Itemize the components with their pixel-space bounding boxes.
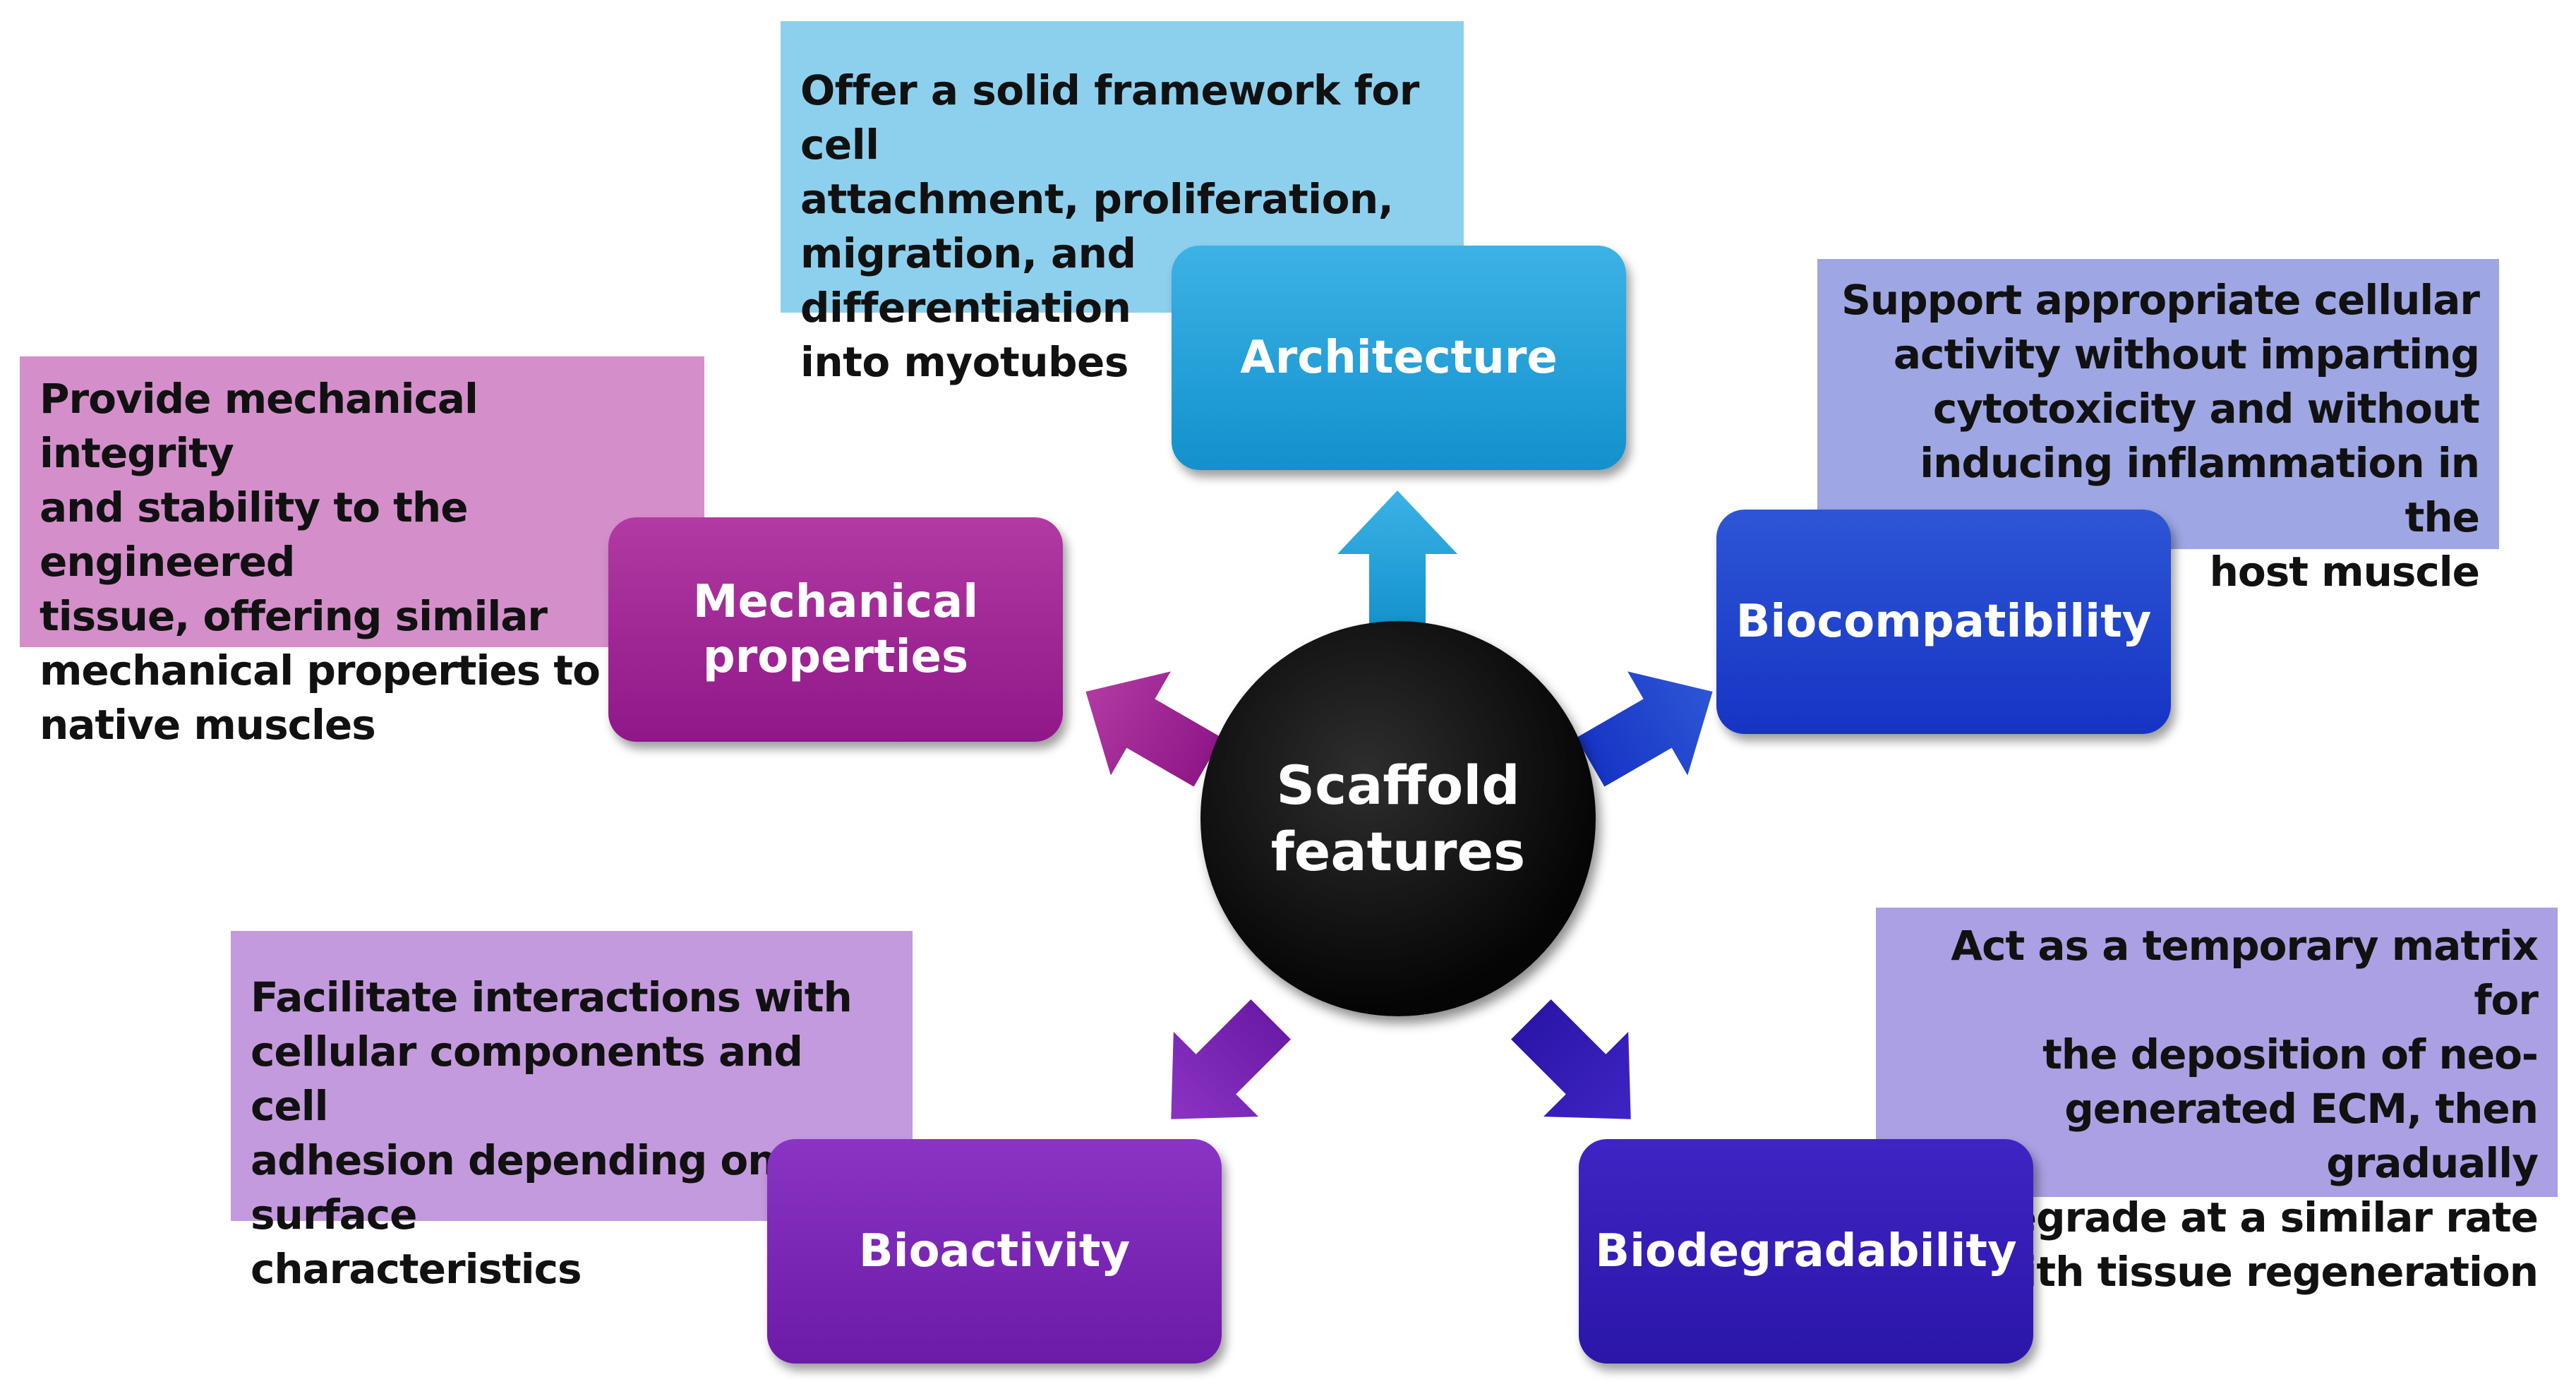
architecture-description: Offer a solid framework for cell attachm… [781, 21, 1464, 386]
biodegradability-description: Act as a temporary matrix for the deposi… [1876, 908, 2558, 1296]
arrow-to-mechanical-properties [1056, 639, 1238, 814]
biocompatibility-box: Biocompatibility [1716, 510, 2171, 734]
biodegradability-box: Biodegradability [1579, 1139, 2033, 1364]
arrow-to-biocompatibility [1560, 639, 1743, 814]
mechanical-properties-box: Mechanical properties [608, 517, 1063, 742]
arrow-to-bioactivity [1128, 977, 1313, 1162]
bioactivity-box: Bioactivity [767, 1139, 1222, 1364]
arrow-to-biodegradability [1488, 977, 1673, 1162]
mechanical-properties-description: Provide mechanical integrity and stabili… [20, 356, 704, 749]
scaffold-features-circle: Scaffold features [1200, 621, 1596, 1016]
biocompatibility-description: Support appropriate cellular activity wi… [1817, 259, 2499, 596]
architecture-box: Architecture [1172, 246, 1626, 470]
arrow-to-architecture [1337, 491, 1457, 632]
